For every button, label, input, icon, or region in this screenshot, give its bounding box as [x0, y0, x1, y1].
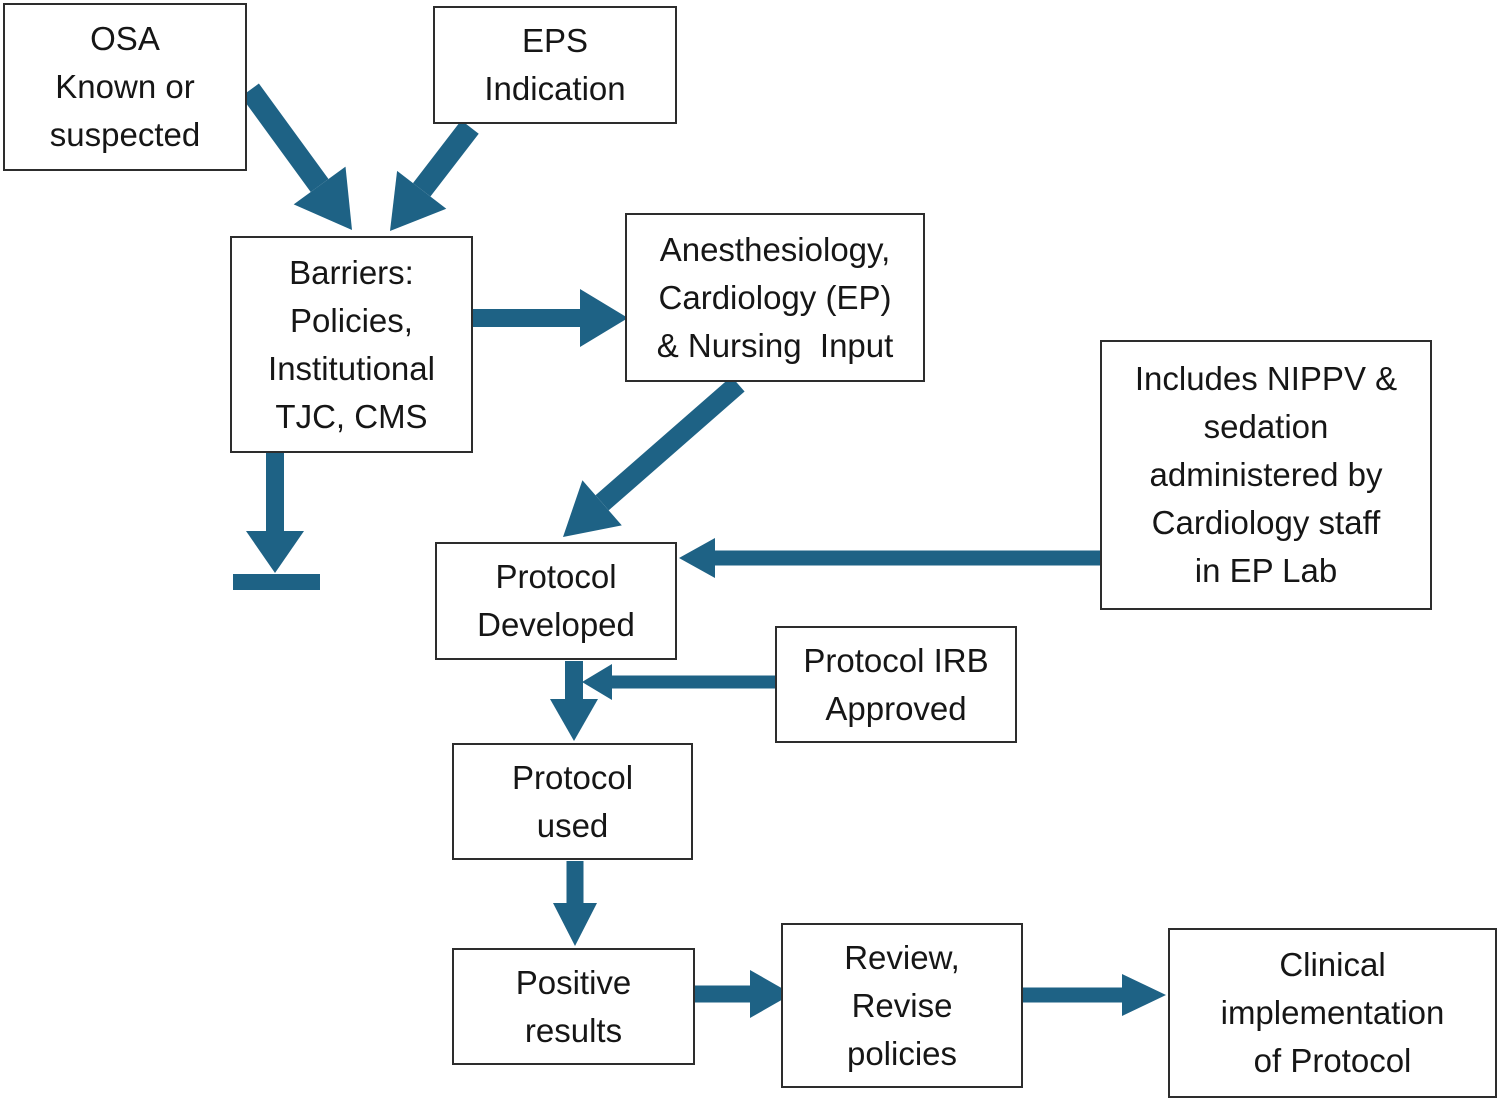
arrow-anesthesiology-to-protocol-developed: [563, 376, 745, 537]
flowchart-node-barriers: Barriers: Policies, Institutional TJC, C…: [230, 236, 473, 453]
arrow-osa-to-barriers: [241, 83, 352, 230]
flowchart-node-protocol-used: Protocol used: [452, 743, 693, 860]
flowchart-node-anesthesiology-input: Anesthesiology, Cardiology (EP) & Nursin…: [625, 213, 925, 382]
arrow-positive-results-to-review-revise: [695, 970, 792, 1018]
arrow-barriers-to-dead-end: [233, 453, 320, 590]
arrow-protocol-used-to-positive-results: [553, 861, 597, 946]
arrow-eps-to-barriers: [390, 120, 479, 231]
arrow-review-revise-to-clinical-implementation: [1023, 974, 1166, 1016]
flowchart-node-clinical-implementation: Clinical implementation of Protocol: [1168, 928, 1497, 1098]
arrow-nippv-to-protocol-developed: [679, 538, 1100, 578]
flowchart-node-review-revise-policies: Review, Revise policies: [781, 923, 1023, 1088]
flowchart-node-nippv-sedation-note: Includes NIPPV & sedation administered b…: [1100, 340, 1432, 610]
arrow-protocol-developed-to-protocol-used: [550, 661, 598, 741]
flowchart-node-protocol-irb-approved: Protocol IRB Approved: [775, 626, 1017, 743]
arrow-barriers-to-anesthesiology: [473, 289, 628, 347]
arrow-protocol-irb-to-junction: [582, 664, 775, 700]
flowchart-node-osa: OSA Known or suspected: [3, 3, 247, 171]
flowchart-node-positive-results: Positive results: [452, 948, 695, 1065]
dead-end-bar: [233, 574, 320, 590]
flowchart-node-protocol-developed: Protocol Developed: [435, 542, 677, 660]
flowchart-node-eps-indication: EPS Indication: [433, 6, 677, 124]
